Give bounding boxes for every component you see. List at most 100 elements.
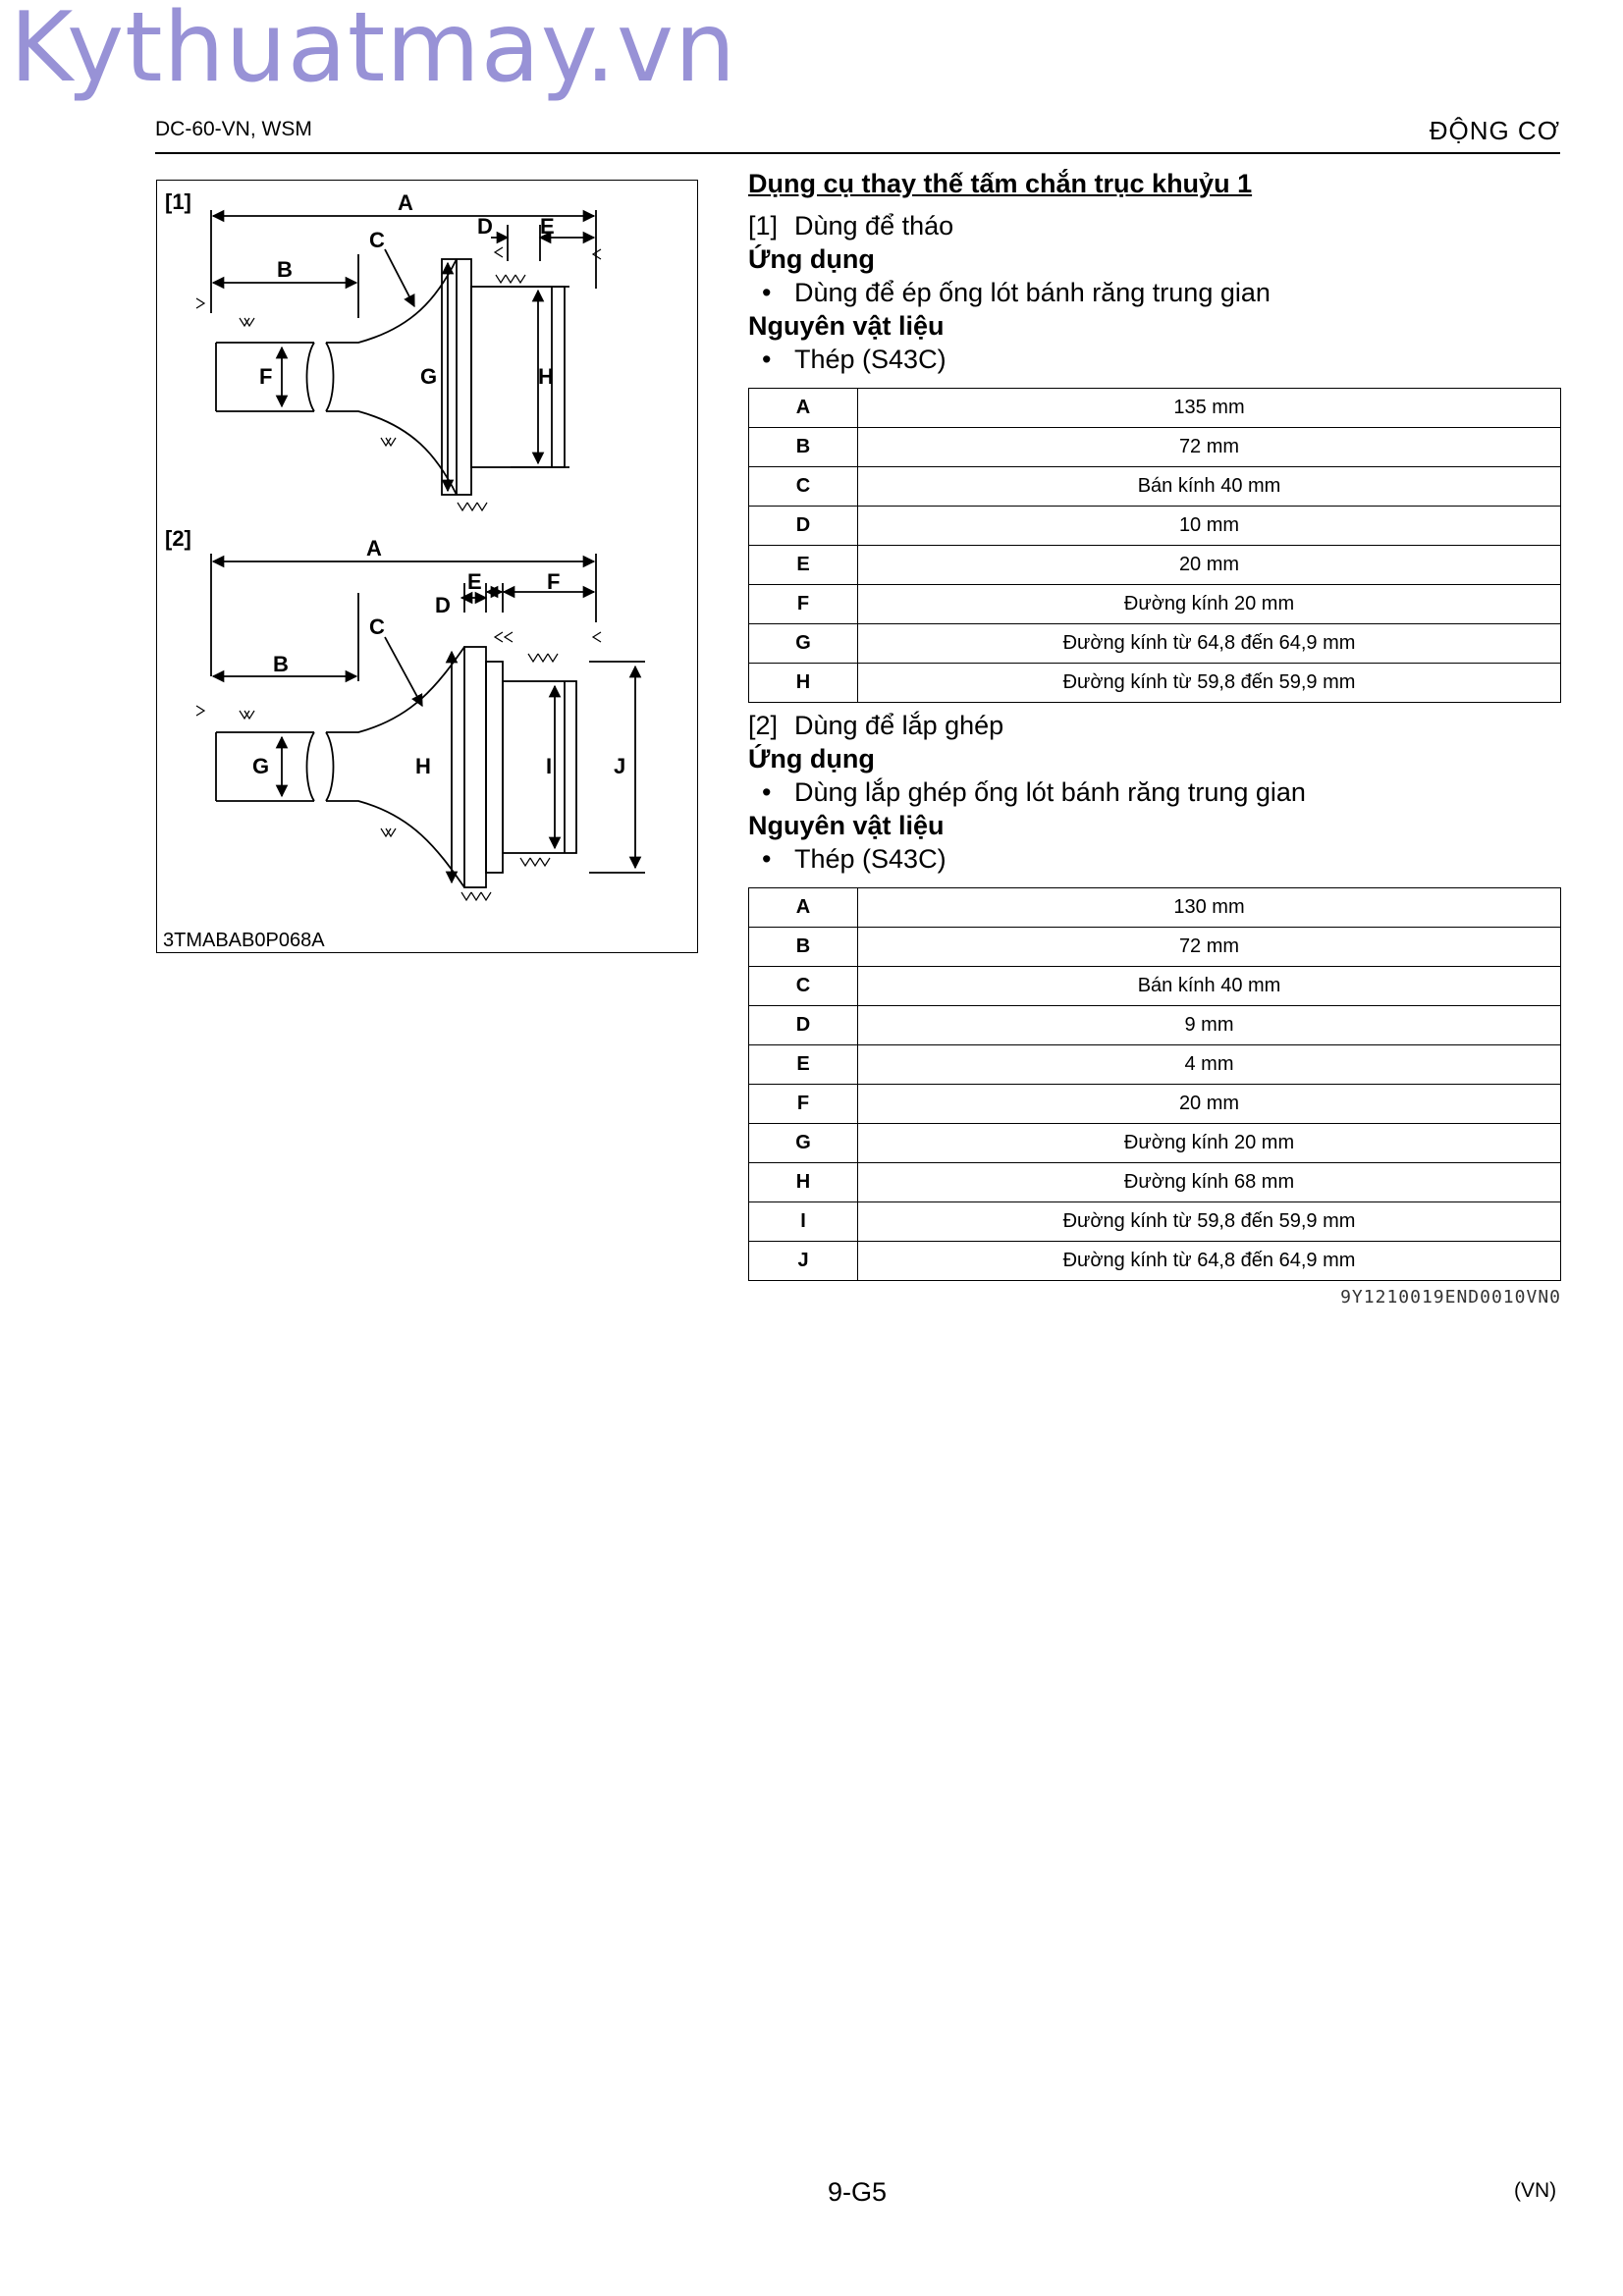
tool-1-label-e: E <box>540 214 555 239</box>
section-2-material-item: •Thép (S43C) <box>762 844 947 874</box>
header-manual-code: DC-60-VN, WSM <box>155 118 312 140</box>
spec-value: Đường kính 20 mm <box>857 584 1561 624</box>
header-divider <box>155 152 1560 154</box>
spec-key: G <box>748 623 858 664</box>
spec-key: G <box>748 1123 858 1163</box>
document-id: 9Y1210019END0010VN0 <box>1340 1287 1561 1308</box>
tool-1-drawing: [1] <box>165 189 602 512</box>
spec-value: 135 mm <box>857 388 1561 428</box>
section-1-material-item: •Thép (S43C) <box>762 345 947 374</box>
section-1-application-heading: Ứng dụng <box>748 244 875 274</box>
spec-key: F <box>748 1084 858 1124</box>
section-2-purpose: [2] Dùng để lắp ghép <box>748 709 1561 742</box>
spec-key: D <box>748 1005 858 1045</box>
tool-2-drawing: [2] <box>165 526 645 902</box>
spec-value: Đường kính từ 59,8 đến 59,9 mm <box>857 663 1561 703</box>
section-2-purpose-text: Dùng để lắp ghép <box>794 711 1004 740</box>
header-chapter-title: ĐỘNG CƠ <box>1429 116 1560 145</box>
tool-1-tag: [1] <box>165 189 191 214</box>
tool-2-label-h: H <box>415 754 431 778</box>
spec-key: B <box>748 927 858 967</box>
watermark-logo: Kythuatmay.vn <box>10 0 737 104</box>
section-2-application-text: Dùng lắp ghép ống lót bánh răng trung gi… <box>794 777 1306 807</box>
section-1-purpose: [1] Dùng để tháo <box>748 209 1561 242</box>
spec-value: 10 mm <box>857 506 1561 546</box>
spec-key: B <box>748 427 858 467</box>
section-1-tag: [1] <box>748 211 779 240</box>
section-1-material-text: Thép (S43C) <box>794 345 947 374</box>
spec-key: C <box>748 966 858 1006</box>
tool-1-label-c: C <box>369 228 385 252</box>
spec-key: D <box>748 506 858 546</box>
spec-key: H <box>748 1162 858 1202</box>
tool-2-label-a: A <box>366 536 382 561</box>
spec-value: 4 mm <box>857 1044 1561 1085</box>
spec-value: Bán kính 40 mm <box>857 466 1561 507</box>
spec-key: A <box>748 887 858 928</box>
page-title: Dụng cụ thay thế tấm chắn trục khuỷu 1 <box>748 169 1253 198</box>
spec-value: Đường kính 68 mm <box>857 1162 1561 1202</box>
section-1-application-text: Dùng để ép ống lót bánh răng trung gian <box>794 278 1271 307</box>
tool-1-label-d: D <box>477 214 493 239</box>
section-2-material-heading: Nguyên vật liệu <box>748 811 945 840</box>
tool-1-label-a: A <box>398 190 413 215</box>
section-2-application-heading: Ứng dụng <box>748 744 875 774</box>
section-1-material-heading: Nguyên vật liệu <box>748 311 945 341</box>
tool-2-label-e: E <box>467 569 482 594</box>
spec-key: F <box>748 584 858 624</box>
tool-2-tag: [2] <box>165 526 191 551</box>
section-2-application-item: •Dùng lắp ghép ống lót bánh răng trung g… <box>762 777 1306 807</box>
spec-value: Đường kính 20 mm <box>857 1123 1561 1163</box>
spec-value: Đường kính từ 64,8 đến 64,9 mm <box>857 623 1561 664</box>
content-column: Dụng cụ thay thế tấm chắn trục khuỷu 1 [… <box>748 169 1561 1308</box>
spec-value: Đường kính từ 59,8 đến 59,9 mm <box>857 1201 1561 1242</box>
section-1-application-item: •Dùng để ép ống lót bánh răng trung gian <box>762 278 1271 307</box>
spec-key: E <box>748 1044 858 1085</box>
section-1-purpose-text: Dùng để tháo <box>794 211 954 240</box>
spec-key: J <box>748 1241 858 1281</box>
page-number: 9-G5 <box>828 2177 888 2207</box>
spec-value: 72 mm <box>857 427 1561 467</box>
section-2-material-text: Thép (S43C) <box>794 844 947 874</box>
tool-2-label-d: D <box>435 593 451 617</box>
spec-value: Đường kính từ 64,8 đến 64,9 mm <box>857 1241 1561 1281</box>
tool-drawing-figure: [1] <box>156 180 698 953</box>
language-code: (VN) <box>1514 2179 1557 2202</box>
tool-1-label-f: F <box>259 364 272 389</box>
tool-1-label-b: B <box>277 257 293 282</box>
tool-2-label-i: I <box>546 754 552 778</box>
spec-key: E <box>748 545 858 585</box>
tool-2-label-c: C <box>369 614 385 639</box>
tool-drawing-svg: [1] <box>165 189 645 902</box>
spec-key: I <box>748 1201 858 1242</box>
tool-2-label-b: B <box>273 652 289 676</box>
spec-key: C <box>748 466 858 507</box>
section-2-tag: [2] <box>748 711 779 740</box>
spec-value: 20 mm <box>857 545 1561 585</box>
spec-value: 72 mm <box>857 927 1561 967</box>
tool-2-label-f: F <box>547 569 560 594</box>
spec-value: Bán kính 40 mm <box>857 966 1561 1006</box>
spec-value: 9 mm <box>857 1005 1561 1045</box>
figure-code: 3TMABAB0P068A <box>163 930 325 951</box>
spec-value: 20 mm <box>857 1084 1561 1124</box>
spec-key: H <box>748 663 858 703</box>
spec-key: A <box>748 388 858 428</box>
